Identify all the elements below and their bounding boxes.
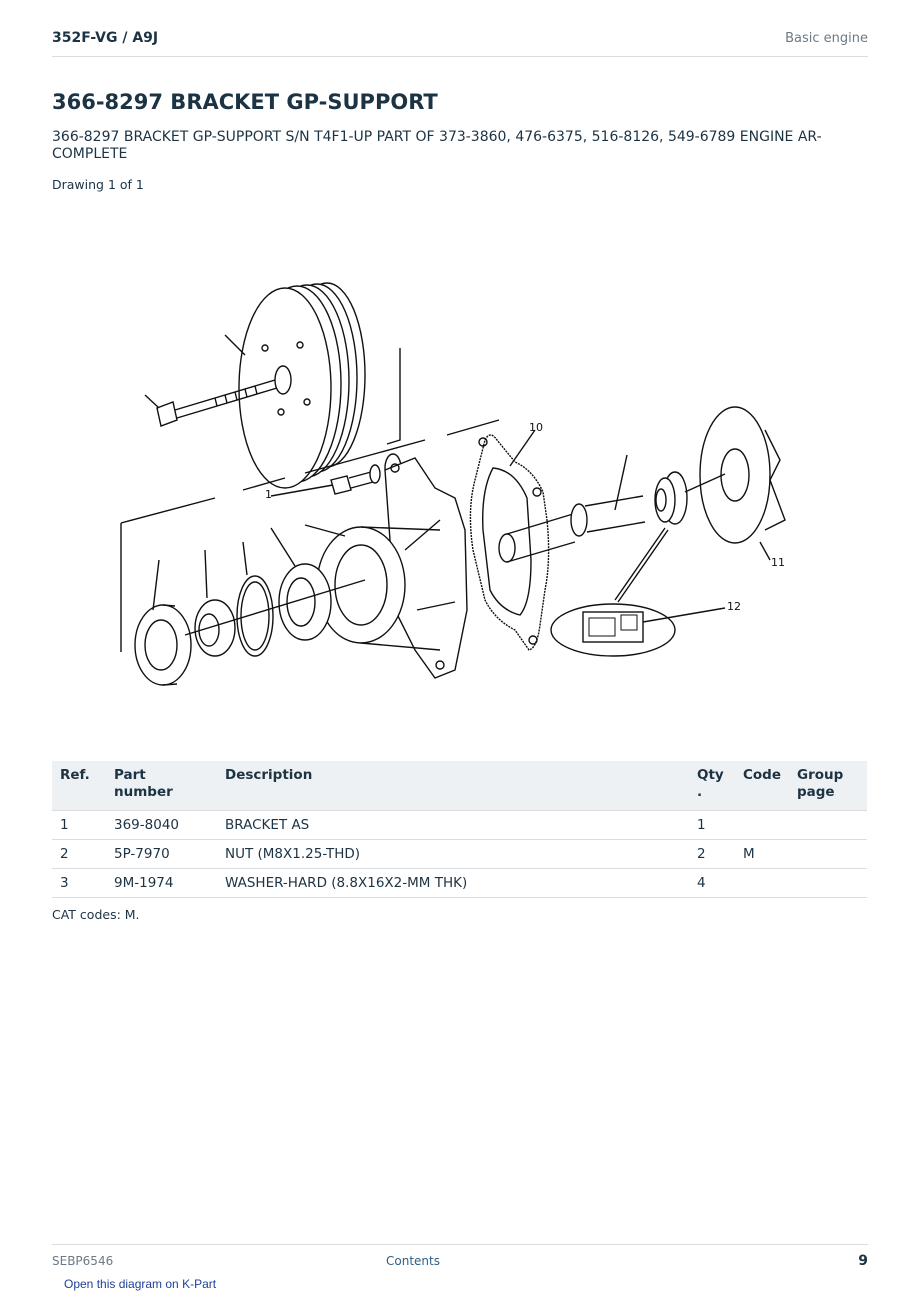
drawing-label: Drawing 1 of 1 — [52, 177, 144, 192]
cell-ref: 1 — [52, 810, 106, 840]
cell-qty: 1 — [688, 810, 735, 840]
cell-code: M — [734, 839, 789, 869]
cell-part-number: 5P-7970 — [106, 839, 217, 869]
callout-10: 10 — [529, 421, 543, 434]
seal-detail-drawing — [550, 603, 726, 657]
table-row: 2 5P-7970 NUT (M8X1.25-THD) 2 M — [52, 839, 867, 869]
cell-description: BRACKET AS — [217, 810, 689, 840]
seal-drawing — [614, 471, 688, 603]
cell-part-number: 369-8040 — [106, 810, 217, 840]
cell-part-number: 9M-1974 — [106, 868, 217, 898]
cell-ref: 2 — [52, 839, 106, 869]
table-row: 3 9M-1974 WASHER-HARD (8.8X16X2-MM THK) … — [52, 868, 867, 898]
col-qty: Qty . — [688, 761, 735, 811]
cell-qty: 4 — [688, 868, 735, 898]
cell-description: WASHER-HARD (8.8X16X2-MM THK) — [217, 868, 689, 898]
table-header-row: Ref. Part number Description Qty . Code … — [52, 761, 867, 811]
cat-codes-note: CAT codes: M. — [52, 907, 140, 922]
cell-group-page — [789, 839, 867, 869]
page-title: 366-8297 BRACKET GP-SUPPORT — [52, 90, 438, 114]
col-ref: Ref. — [52, 761, 106, 811]
col-code: Code — [734, 761, 789, 811]
cell-code — [734, 810, 789, 840]
document-id: SEBP6546 — [52, 1254, 114, 1268]
section-name: Basic engine — [785, 31, 868, 46]
cell-code — [734, 868, 789, 898]
shaft-drawing — [498, 454, 646, 563]
cell-ref: 3 — [52, 868, 106, 898]
page-number: 9 — [858, 1253, 868, 1269]
kpart-link[interactable]: Open this diagram on K-Part — [64, 1277, 217, 1291]
cell-group-page — [789, 810, 867, 840]
cell-description: NUT (M8X1.25-THD) — [217, 839, 689, 869]
impeller-drawing — [684, 406, 786, 561]
page-footer: SEBP6546 Contents 9 — [52, 1244, 868, 1275]
cell-group-page — [789, 868, 867, 898]
callout-11: 11 — [771, 556, 785, 569]
housing-drawing — [316, 457, 468, 679]
table-row: 1 369-8040 BRACKET AS 1 — [52, 810, 867, 840]
callout-12: 12 — [727, 600, 741, 613]
contents-link[interactable]: Contents — [386, 1254, 440, 1268]
bearing-stack-drawing — [134, 524, 366, 686]
model-breadcrumb: 352F-VG / A9J — [52, 30, 159, 46]
page-subtitle: 366-8297 BRACKET GP-SUPPORT S/N T4F1-UP … — [52, 129, 822, 162]
parts-table: Ref. Part number Description Qty . Code … — [52, 761, 867, 898]
parts-diagram: 1 10 11 12 — [120, 282, 786, 686]
col-group-page: Group page — [789, 761, 867, 811]
bolt-drawing — [144, 379, 278, 427]
cell-qty: 2 — [688, 839, 735, 869]
callout-1: 1 — [265, 488, 272, 501]
page-header: 352F-VG / A9J Basic engine — [52, 28, 868, 57]
col-part-number: Part number — [106, 761, 217, 811]
pulley-drawing — [224, 282, 366, 489]
col-description: Description — [217, 761, 689, 811]
